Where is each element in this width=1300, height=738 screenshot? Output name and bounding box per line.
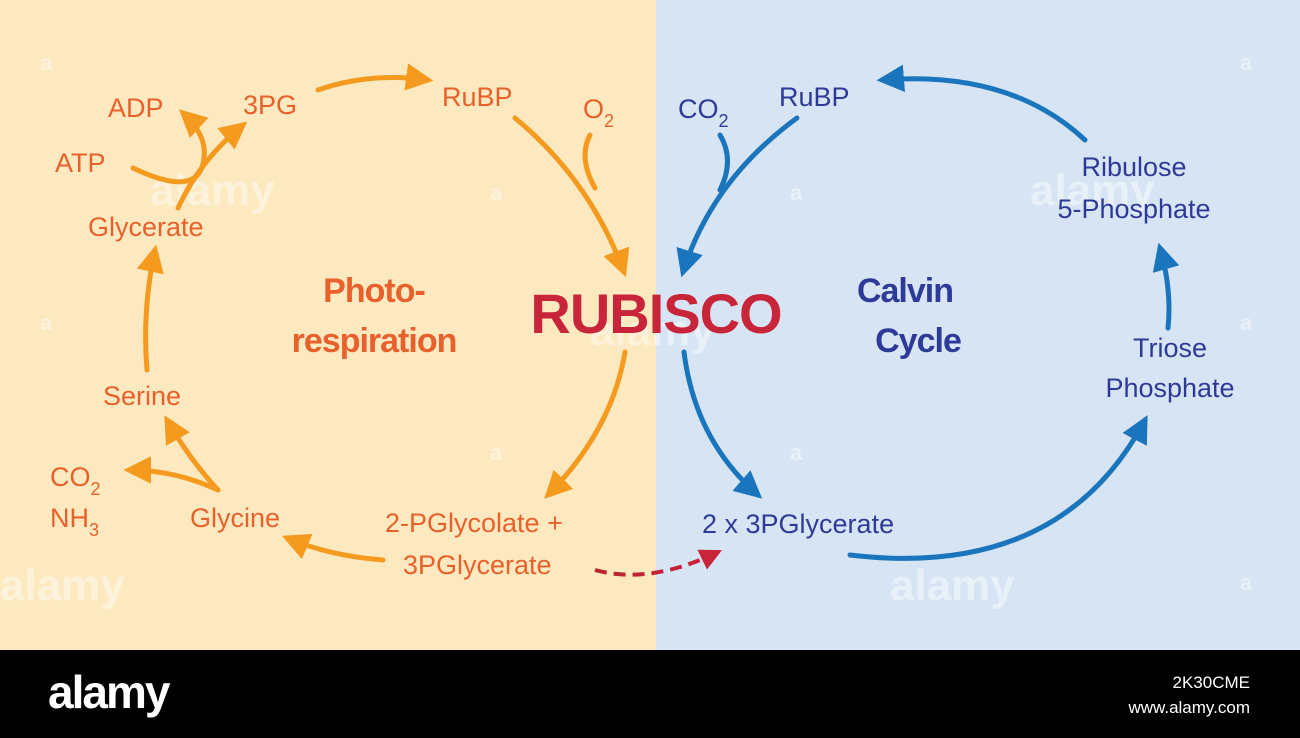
calvin-labels: CO2 RuBP Ribulose 5-Phosphate Triose Pho… bbox=[678, 82, 1235, 539]
watermark-text: alamy bbox=[0, 561, 125, 610]
footer-bar bbox=[0, 650, 1300, 738]
label-nh3: NH3 bbox=[50, 503, 99, 540]
arrow-serine-to-glycerate bbox=[136, 244, 164, 373]
watermark-letter: a bbox=[490, 440, 503, 465]
title-photorespiration-line2: respiration bbox=[292, 322, 457, 360]
arrow-rubp-to-rubisco bbox=[512, 115, 630, 278]
watermark-letter: a bbox=[790, 440, 803, 465]
footer-image-id: 2K30CME bbox=[1173, 673, 1250, 692]
watermark-text: alamy bbox=[890, 561, 1015, 610]
calvin-panel bbox=[656, 0, 1300, 650]
label-co2-left-sub: 2 bbox=[91, 479, 101, 499]
watermark-group: a a a a a a a a a alamy alamy alamy alam… bbox=[0, 50, 1253, 610]
label-nh3-sub: 3 bbox=[89, 520, 99, 540]
label-co2-left-base: CO bbox=[50, 462, 91, 492]
watermark-text: alamy bbox=[590, 306, 715, 355]
arrow-rubisco-to-pglycolate bbox=[544, 349, 628, 499]
arrow-triose-to-ribulose bbox=[1152, 242, 1180, 331]
label-co2-right: CO2 bbox=[678, 94, 729, 131]
arrow-o2-join bbox=[582, 132, 598, 191]
arrow-3pg-to-rubp bbox=[315, 63, 434, 93]
label-atp: ATP bbox=[55, 148, 106, 178]
arrow-3pglycerate-to-triose bbox=[847, 415, 1148, 561]
label-adp: ADP bbox=[108, 93, 164, 123]
label-pglycolate: 2-PGlycolate + bbox=[385, 508, 563, 538]
dashed-transfer-arrow bbox=[594, 549, 722, 577]
label-co2-left: CO2 bbox=[50, 462, 101, 499]
label-ribulose-line2: 5-Phosphate bbox=[1057, 194, 1210, 224]
rubisco-label: RUBISCO bbox=[530, 282, 781, 345]
label-3pglycerate-right: 2 x 3PGlycerate bbox=[702, 509, 894, 539]
title-calvin-line2: Cycle bbox=[875, 322, 961, 360]
photorespiration-panel bbox=[0, 0, 656, 650]
watermark-letter: a bbox=[40, 310, 53, 335]
arrow-rubisco-to-3pglycerate bbox=[681, 349, 763, 499]
label-nh3-base: NH bbox=[50, 503, 89, 533]
label-ribulose-line1: Ribulose bbox=[1081, 152, 1186, 182]
footer-url: www.alamy.com bbox=[1127, 698, 1250, 717]
watermark-letter: a bbox=[790, 180, 803, 205]
watermark-letter: a bbox=[1240, 310, 1253, 335]
label-co2-right-base: CO bbox=[678, 94, 719, 124]
footer-logo: alamy bbox=[48, 666, 171, 718]
label-3pg: 3PG bbox=[243, 90, 297, 120]
arrow-ribulose-to-rubp bbox=[876, 64, 1088, 143]
label-glycine: Glycine bbox=[190, 503, 280, 533]
watermark-letter: a bbox=[1240, 50, 1253, 75]
title-photorespiration-line1: Photo- bbox=[323, 272, 425, 310]
label-triose-line2: Phosphate bbox=[1105, 373, 1234, 403]
photorespiration-labels: 3PG RuBP O2 ADP ATP Glycerate Serine CO2… bbox=[50, 82, 614, 580]
label-o2-base: O bbox=[583, 94, 604, 124]
label-pglycerate-left: 3PGlycerate bbox=[403, 550, 552, 580]
arrow-pglycolate-to-glycine bbox=[281, 533, 386, 563]
photorespiration-arrows bbox=[123, 63, 630, 563]
label-rubp-right: RuBP bbox=[779, 82, 850, 112]
watermark-letter: a bbox=[40, 50, 53, 75]
calvin-arrows bbox=[676, 64, 1180, 561]
watermark-letter: a bbox=[490, 180, 503, 205]
title-calvin-line1: Calvin bbox=[857, 272, 953, 310]
label-triose-line1: Triose bbox=[1133, 333, 1207, 363]
watermark-text: alamy bbox=[150, 166, 275, 215]
footer: alamy 2K30CME www.alamy.com bbox=[48, 666, 1250, 718]
arrow-co2-join bbox=[717, 132, 730, 193]
label-serine: Serine bbox=[103, 381, 181, 411]
watermark-text: alamy bbox=[1030, 166, 1155, 215]
label-co2-right-sub: 2 bbox=[719, 111, 729, 131]
watermark-letter: a bbox=[1240, 570, 1253, 595]
arrow-rubp-to-rubisco bbox=[676, 115, 800, 278]
label-o2-sub: 2 bbox=[604, 111, 614, 131]
arrow-glycine-to-serine bbox=[164, 415, 221, 493]
arrow-glycine-to-co2 bbox=[123, 456, 221, 493]
label-o2: O2 bbox=[583, 94, 614, 131]
label-rubp-left: RuBP bbox=[442, 82, 513, 112]
label-glycerate: Glycerate bbox=[88, 212, 204, 242]
arrow-atp-to-adp bbox=[130, 109, 209, 185]
